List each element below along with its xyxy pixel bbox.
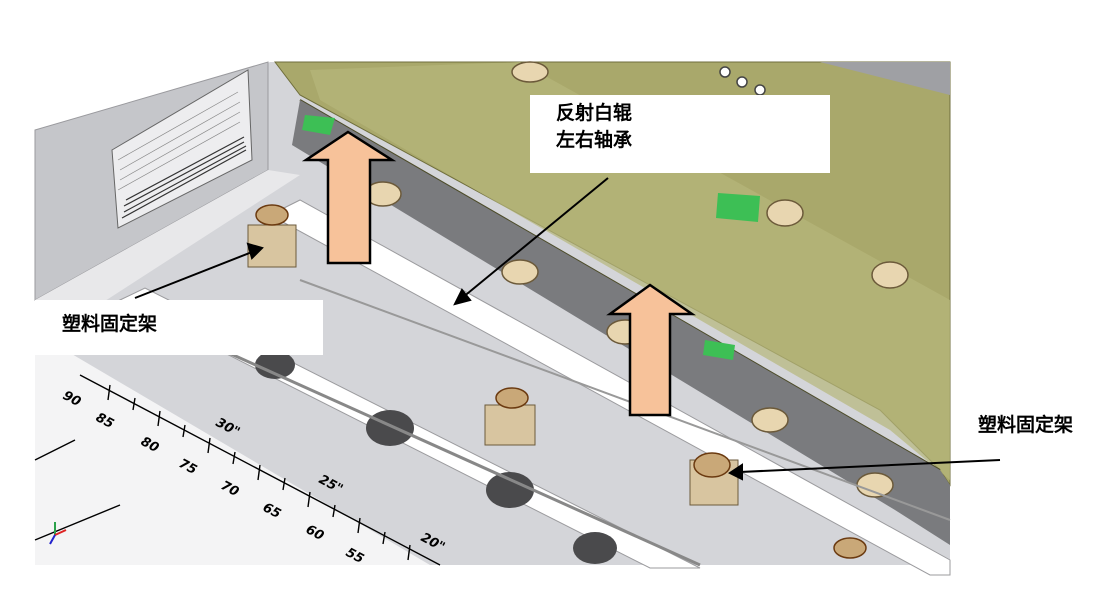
label-reflective-roller: 反射白辊 xyxy=(556,102,633,124)
rubber-roller xyxy=(366,410,414,446)
panel-top-strip xyxy=(300,62,950,95)
reflective-white-roller xyxy=(268,199,951,576)
housing-frame xyxy=(35,170,300,330)
axis-triad-icon xyxy=(49,522,67,545)
green-clip xyxy=(302,115,335,135)
callout-box-left xyxy=(35,300,323,355)
label-bearings: 左右轴承 xyxy=(556,129,633,151)
nameplate xyxy=(111,69,253,229)
green-clip xyxy=(716,193,760,222)
guide-rail xyxy=(199,338,701,567)
label-plastic-bracket-left: 塑料固定架 xyxy=(62,313,158,335)
up-arrow xyxy=(301,130,397,265)
panel-inner xyxy=(310,62,950,480)
pointer-line xyxy=(728,459,1001,481)
rubber-roller xyxy=(486,472,534,508)
pointer-line xyxy=(453,177,609,306)
rubber-roller xyxy=(255,351,295,379)
scale-labels: 90 85 80 75 70 65 60 55 30" 25" 20" xyxy=(60,388,447,567)
rubber-roller xyxy=(573,532,617,564)
up-arrow xyxy=(606,283,697,417)
callout-box-top xyxy=(530,95,830,173)
plastic-bracket xyxy=(833,537,867,559)
scale-ticks xyxy=(34,374,441,566)
green-clip xyxy=(703,340,735,360)
pointer-line xyxy=(134,242,264,299)
label-plastic-bracket-right: 塑料固定架 xyxy=(978,414,1074,436)
plastic-bracket xyxy=(247,204,297,268)
guide-rail xyxy=(299,279,951,521)
plastic-bracket xyxy=(484,387,536,446)
plastic-bracket xyxy=(689,452,739,506)
